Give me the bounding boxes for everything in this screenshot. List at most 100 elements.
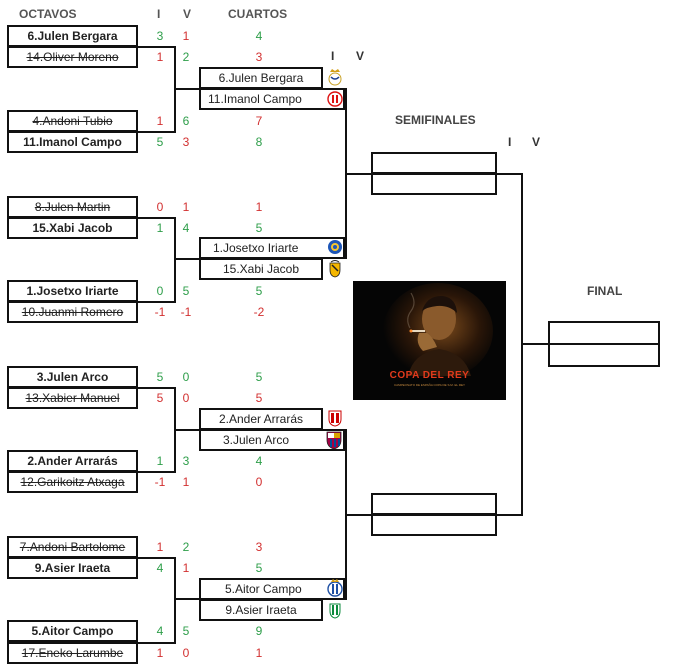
octavos-team-13[interactable]: 9.Asier Iraeta [7,557,138,579]
score-ida-13: 4 [156,561,164,575]
score-ida-3: 5 [156,135,164,149]
score-vuelta-11: 1 [182,475,190,489]
cuartos-team-6[interactable]: 5.Aitor Campo [199,578,345,600]
banner-subtitle: CAMPEONATO DE ESPAÑA COPA DE S.M. EL REY [393,383,466,387]
barcelona-crest-icon [326,431,342,450]
octavos-team-8[interactable]: 3.Julen Arco [7,366,138,388]
final-header: FINAL [587,284,623,298]
score-ida-10: 1 [156,454,164,468]
espanyol-crest-icon [327,579,343,597]
score-vuelta-8: 0 [182,370,190,384]
score-agg-3: 8 [255,135,263,149]
girona-crest-icon [327,91,343,107]
semis-slot-0[interactable] [371,152,497,174]
valencia-crest-icon [329,260,341,278]
score-ida-11: -1 [154,475,166,489]
octavos-team-1[interactable]: 14.Oliver Moreno [7,46,138,68]
score-ida-14: 4 [156,624,164,638]
octavos-team-3[interactable]: 11.Imanol Campo [7,131,138,153]
score-agg-13: 5 [255,561,263,575]
octavos-team-14[interactable]: 5.Aitor Campo [7,620,138,642]
cuartos-team-3[interactable]: 15.Xabi Jacob [199,258,323,280]
cuartos-team-2[interactable]: 1.Josetxo Iriarte [199,237,345,259]
score-agg-9: 5 [255,391,263,405]
semis-slot-2[interactable] [371,493,497,515]
octavos-team-2[interactable]: 4.Andoni Tubio [7,110,138,132]
semis-slot-1[interactable] [371,173,497,195]
score-ida-0: 3 [156,29,164,43]
octavos-team-6[interactable]: 1.Josetxo Iriarte [7,280,138,302]
cuartos-header: CUARTOS [228,7,288,21]
score-vuelta-4: 1 [182,200,190,214]
score-ida-4: 0 [156,200,164,214]
octavos-team-11[interactable]: 12.Garikoitz Atxaga [7,471,138,493]
octavos-header: OCTAVOS [19,7,77,21]
final-slot-0[interactable] [548,321,660,345]
banner-title: COPA DEL REY [389,370,470,381]
score-vuelta-9: 0 [182,391,190,405]
octavos-team-5[interactable]: 15.Xabi Jacob [7,217,138,239]
score-ida-8: 5 [156,370,164,384]
cuartos-team-0[interactable]: 6.Julen Bergara [199,67,323,89]
octavos-team-4[interactable]: 8.Julen Martin [7,196,138,218]
score-ida-1: 1 [156,50,164,64]
semis-vuelta-header: V [532,135,541,149]
octavos-team-0[interactable]: 6.Julen Bergara [7,25,138,47]
octavos-team-12[interactable]: 7.Andoni Bartolome [7,536,138,558]
semis-slot-3[interactable] [371,514,497,536]
octavos-team-15[interactable]: 17.Eneko Larumbe [7,642,138,664]
score-agg-8: 5 [255,370,263,384]
score-agg-15: 1 [255,646,263,660]
score-ida-15: 1 [156,646,164,660]
score-ida-9: 5 [156,391,164,405]
score-vuelta-6: 5 [182,284,190,298]
final-slot-1[interactable] [548,343,660,367]
getafe-crest-icon [328,240,342,254]
betis-crest-icon [329,603,341,619]
cuartos-team-1[interactable]: 11.Imanol Campo [199,88,345,110]
octavos-team-7[interactable]: 10.Juanmi Romero [7,301,138,323]
score-agg-12: 3 [255,540,263,554]
score-vuelta-7: -1 [180,305,192,319]
score-agg-10: 4 [255,454,263,468]
sevilla-crest-icon [328,410,342,427]
score-agg-6: 5 [255,284,263,298]
score-vuelta-12: 2 [182,540,190,554]
octavos-team-10[interactable]: 2.Ander Arrarás [7,450,138,472]
real-madrid-crest-icon [328,69,342,86]
score-agg-4: 1 [255,200,263,214]
cuartos-vuelta-header: V [356,49,365,63]
score-ida-5: 1 [156,221,164,235]
score-vuelta-3: 3 [182,135,190,149]
score-vuelta-1: 2 [182,50,190,64]
score-agg-7: -2 [253,305,265,319]
score-ida-7: -1 [154,305,166,319]
score-vuelta-5: 4 [182,221,190,235]
octavos-team-9[interactable]: 13.Xabier Manuel [7,387,138,409]
copa-del-rey-banner: COPA DEL REY CAMPEONATO DE ESPAÑA COPA D… [353,281,506,400]
score-ida-2: 1 [156,114,164,128]
cuartos-team-4[interactable]: 2.Ander Arrarás [199,408,323,430]
score-vuelta-14: 5 [182,624,190,638]
score-agg-5: 5 [255,221,263,235]
score-agg-14: 9 [255,624,263,638]
cuartos-ida-header: I [331,49,335,63]
score-vuelta-2: 6 [182,114,190,128]
smoking-man-photo [353,281,506,400]
octavos-ida-header: I [157,7,161,21]
cuartos-team-7[interactable]: 9.Asier Iraeta [199,599,323,621]
octavos-vuelta-header: V [183,7,192,21]
score-agg-2: 7 [255,114,263,128]
score-vuelta-0: 1 [182,29,190,43]
semis-ida-header: I [508,135,512,149]
score-vuelta-10: 3 [182,454,190,468]
score-ida-12: 1 [156,540,164,554]
score-vuelta-15: 0 [182,646,190,660]
score-agg-11: 0 [255,475,263,489]
score-ida-6: 0 [156,284,164,298]
semifinales-header: SEMIFINALES [395,113,476,127]
score-agg-0: 4 [255,29,263,43]
score-agg-1: 3 [255,50,263,64]
cuartos-team-5[interactable]: 3.Julen Arco [199,429,345,451]
score-vuelta-13: 1 [182,561,190,575]
